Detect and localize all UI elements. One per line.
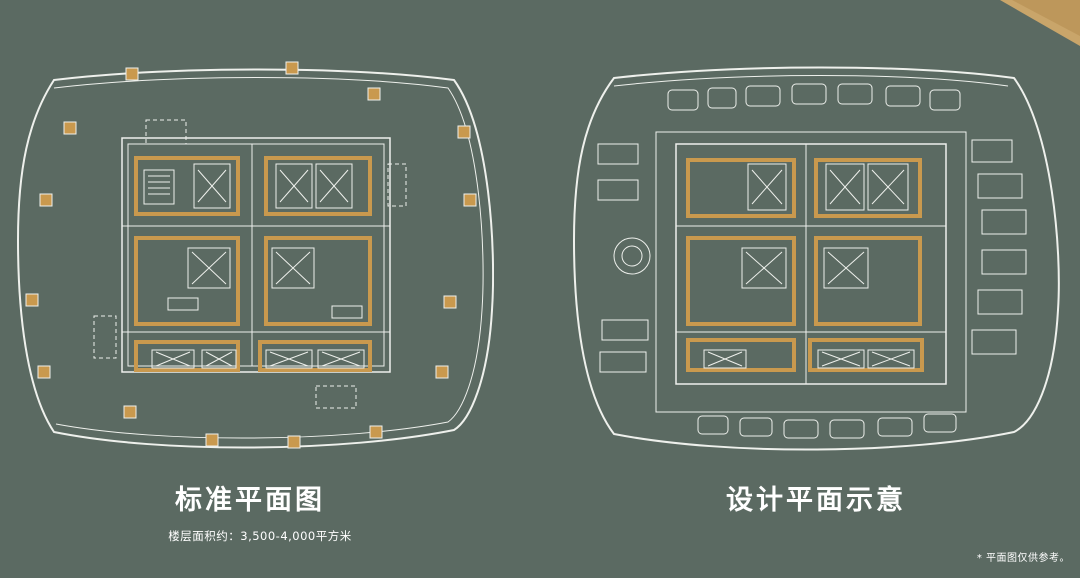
- design-floor-plan-drawing: [572, 66, 1060, 451]
- standard-plan-subtitle: 楼层面积约：3,500-4,000平方米: [168, 529, 352, 543]
- corner-accent: [1000, 0, 1080, 46]
- standard-plan-title: 标准平面图: [175, 485, 325, 516]
- design-plan-title: 设计平面示意: [726, 485, 906, 516]
- reference-note: * 平面图仅供参考。: [976, 553, 1070, 564]
- standard-floor-plan-drawing: [16, 61, 494, 449]
